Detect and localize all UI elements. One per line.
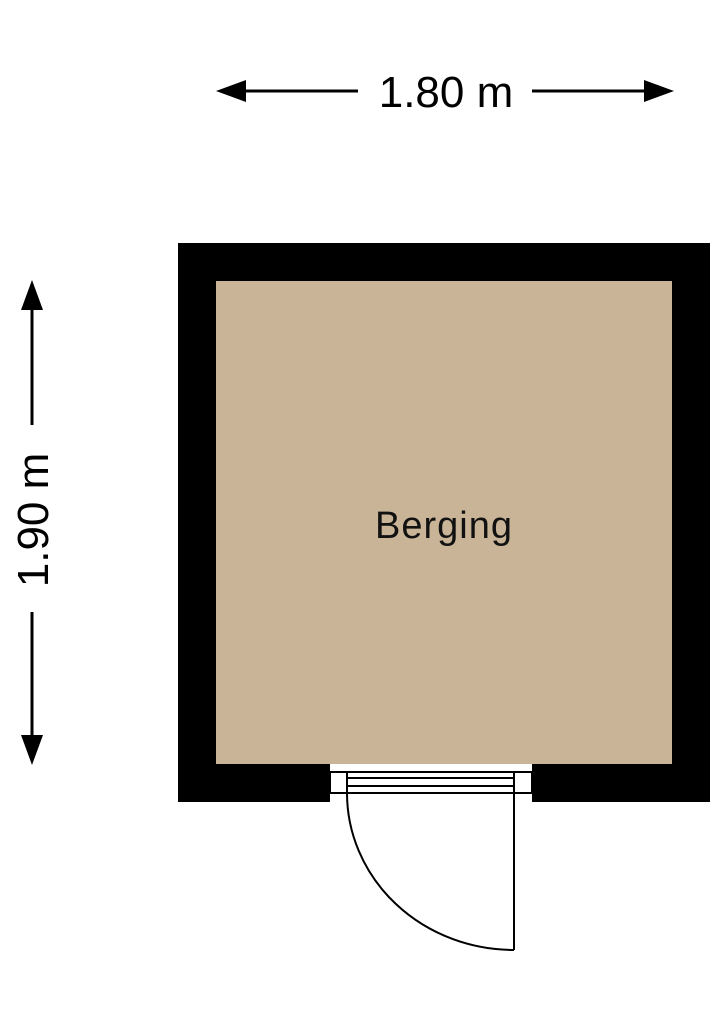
- arrowhead-left-icon: [216, 80, 246, 102]
- arrowhead-right-icon: [644, 80, 674, 102]
- arrowhead-down-icon: [21, 735, 43, 765]
- room-label: Berging: [375, 505, 513, 547]
- door-swing-arc: [346, 792, 515, 951]
- width-label: 1.80 m: [379, 68, 514, 117]
- room-walls: [178, 243, 710, 804]
- door: [329, 771, 533, 951]
- width-dimension: 1.80 m: [216, 68, 674, 117]
- door-jamb-right: [513, 771, 533, 794]
- arrowhead-up-icon: [21, 280, 43, 310]
- height-label: 1.90 m: [9, 453, 58, 588]
- door-opening: [330, 764, 532, 804]
- height-dimension: 1.90 m: [9, 280, 58, 765]
- door-jamb-left: [329, 771, 348, 794]
- room-floor: [216, 281, 672, 764]
